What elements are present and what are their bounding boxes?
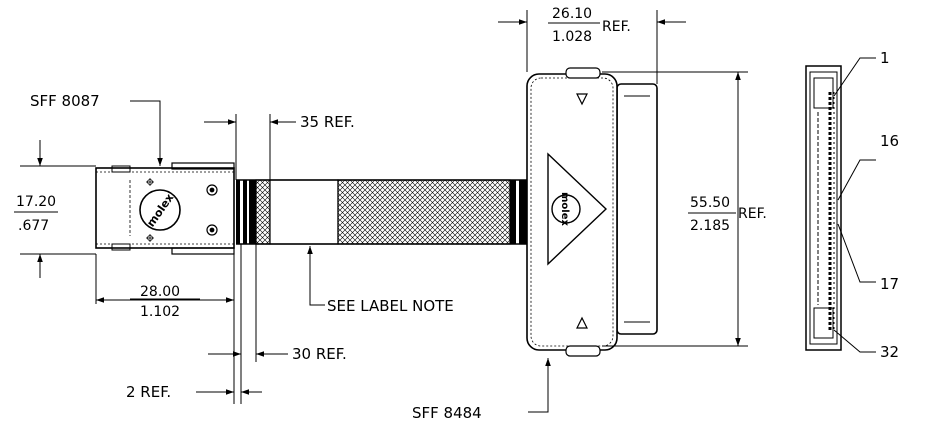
- height-mm-left: 17.20: [16, 194, 56, 210]
- width-mm-right: 26.10: [552, 6, 592, 22]
- end-view: [805, 65, 842, 351]
- length-mm-left: 28.00: [140, 284, 180, 300]
- left-logo: molex: [144, 191, 176, 229]
- width-in-right: 1.028: [552, 29, 592, 45]
- height-in-right: 2.185: [690, 218, 730, 234]
- dim-2-ref: 2 REF.: [126, 383, 171, 401]
- sff-8087-connector: [95, 162, 235, 255]
- cable: [236, 179, 528, 245]
- right-logo: molex: [559, 192, 570, 227]
- pin-1-label: 1: [880, 49, 890, 67]
- see-label-note: SEE LABEL NOTE: [327, 297, 454, 315]
- sff-8484-label: SFF 8484: [412, 404, 482, 422]
- pin-17-label: 17: [880, 275, 899, 293]
- sff-8484-connector: [526, 67, 658, 357]
- dim-35-ref: 35 REF.: [300, 113, 355, 131]
- height-suffix: REF.: [738, 206, 767, 222]
- dim-30-ref: 30 REF.: [292, 345, 347, 363]
- height-in-left: .677: [18, 218, 49, 234]
- width-suffix: REF.: [602, 19, 631, 35]
- sff-8087-label: SFF 8087: [30, 92, 100, 110]
- pin-16-label: 16: [880, 132, 899, 150]
- length-in-left: 1.102: [140, 304, 180, 320]
- dimension-lines: [14, 10, 876, 413]
- pin-32-label: 32: [880, 343, 899, 361]
- height-mm-right: 55.50: [690, 195, 730, 211]
